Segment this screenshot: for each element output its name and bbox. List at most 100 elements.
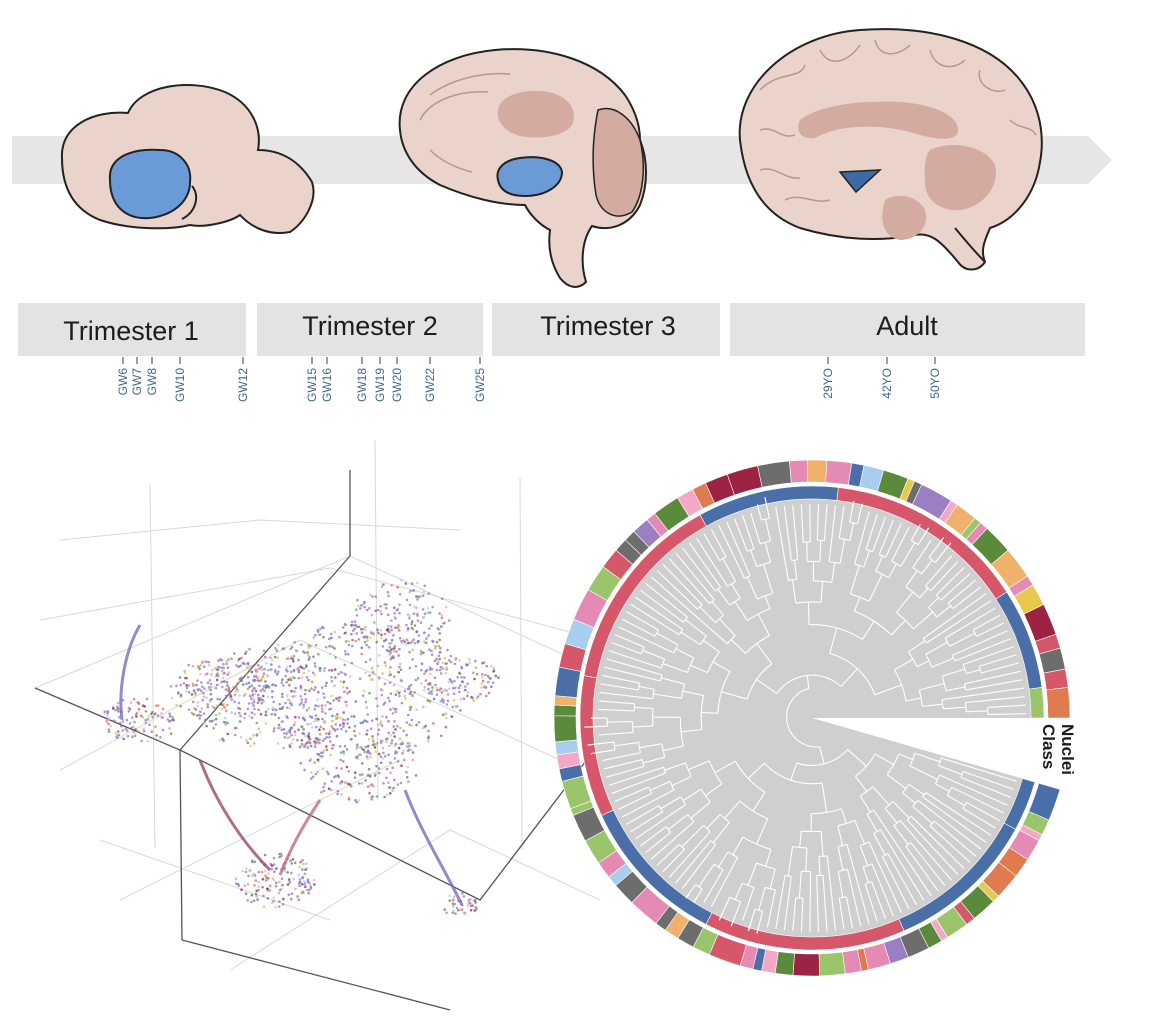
embedding-point [263, 655, 267, 659]
embedding-point [357, 799, 361, 802]
embedding-point [310, 680, 314, 684]
embedding-point [331, 714, 334, 718]
embedding-point [351, 644, 354, 648]
embedding-point [370, 631, 373, 635]
embedding-point [208, 719, 212, 723]
dendrogram-branch [756, 679, 778, 694]
embedding-point [452, 698, 456, 702]
embedding-point [307, 891, 311, 895]
dendrogram-branch [925, 792, 941, 803]
dendrogram-branch [938, 765, 963, 775]
stage-box-trimester-2 [257, 303, 483, 356]
embedding-point [243, 716, 246, 720]
embedding-point [314, 704, 318, 707]
embedding-point [380, 724, 384, 727]
embedding-point [106, 715, 109, 718]
embedding-point [107, 728, 111, 731]
dendrogram-branch [963, 657, 984, 665]
stage-label-adult: Adult [876, 311, 938, 341]
embedding-point [473, 677, 476, 681]
dendrogram-leaf [889, 519, 894, 529]
embedding-point [331, 719, 334, 723]
embedding-point [452, 909, 455, 912]
dendrogram-branch [910, 815, 921, 826]
embedding-point [281, 903, 285, 906]
embedding-point [376, 664, 380, 668]
embedding-point [449, 679, 453, 682]
embedding-point [412, 612, 416, 615]
dendrogram-branch [620, 765, 645, 774]
dendrogram-leaf [621, 618, 638, 628]
embedding-point [222, 662, 225, 666]
embedding-point [427, 592, 430, 595]
embedding-point [225, 662, 228, 666]
embedding-point [275, 708, 278, 712]
embedding-point [334, 656, 337, 659]
embedding-point [337, 672, 340, 676]
stage-label-trimester-1: Trimester 1 [63, 316, 199, 346]
embedding-point [392, 650, 396, 653]
dendrogram-leaf [675, 552, 697, 578]
embedding-point [221, 676, 225, 680]
embedding-point [306, 878, 310, 881]
embedding-point [395, 690, 399, 693]
embedding-point [242, 662, 246, 666]
dendrogram-branch [917, 527, 930, 545]
dendrogram-branch [893, 825, 909, 845]
embedding-point [303, 651, 307, 654]
dendrogram-branch [906, 819, 918, 832]
dendrogram-leaf [841, 915, 845, 930]
embedding-point [387, 613, 390, 617]
embedding-point [384, 664, 388, 667]
dendrogram-branch [702, 639, 720, 653]
embedding-point [252, 742, 256, 745]
embedding-point [156, 714, 160, 717]
embedding-point [313, 745, 317, 749]
embedding-point [264, 722, 268, 725]
embedding-point [396, 608, 400, 611]
embedding-point [116, 710, 120, 713]
embedding-point [206, 705, 210, 709]
dendrogram-branch [661, 677, 685, 685]
embedding-point [297, 898, 301, 901]
embedding-point [357, 625, 361, 629]
embedding-point [319, 725, 323, 729]
embedding-point [415, 606, 418, 610]
embedding-point [322, 692, 325, 696]
embedding-point [444, 716, 448, 720]
embedding-point [264, 713, 268, 717]
embedding-point [196, 679, 199, 682]
embedding-point [194, 691, 197, 695]
embedding-point [221, 685, 224, 689]
embedding-point [364, 745, 368, 749]
dendrogram-branch [728, 857, 739, 875]
dendrogram-branch [819, 540, 822, 562]
dendrogram-branch [960, 776, 980, 786]
embedding-point [400, 641, 404, 645]
embedding-point [335, 766, 339, 770]
dendrogram-branch [629, 786, 649, 796]
embedding-point [430, 649, 433, 653]
embedding-point [256, 667, 260, 671]
embedding-point [310, 716, 314, 719]
embedding-point [405, 638, 409, 642]
embedding-point [171, 716, 174, 719]
dendrogram-branch [689, 592, 703, 606]
stage-boxes: Trimester 1 Trimester 2 Trimester 3 Adul… [18, 303, 1085, 356]
dendrogram-branch [976, 628, 993, 637]
embedding-point [290, 733, 293, 737]
embedding-point [200, 681, 203, 684]
embedding-point [444, 605, 448, 609]
embedding-point [476, 695, 480, 698]
dendrogram-branch [719, 618, 736, 636]
embedding-point [327, 668, 331, 672]
embedding-point [458, 690, 461, 694]
dendrogram-leaf [828, 874, 837, 931]
embedding-point [435, 693, 439, 696]
embedding-point [416, 619, 420, 622]
embedding-point [240, 888, 243, 891]
embedding-point [463, 688, 467, 692]
embedding-point [250, 711, 254, 714]
embedding-point [273, 655, 277, 659]
embedding-point [372, 740, 375, 743]
